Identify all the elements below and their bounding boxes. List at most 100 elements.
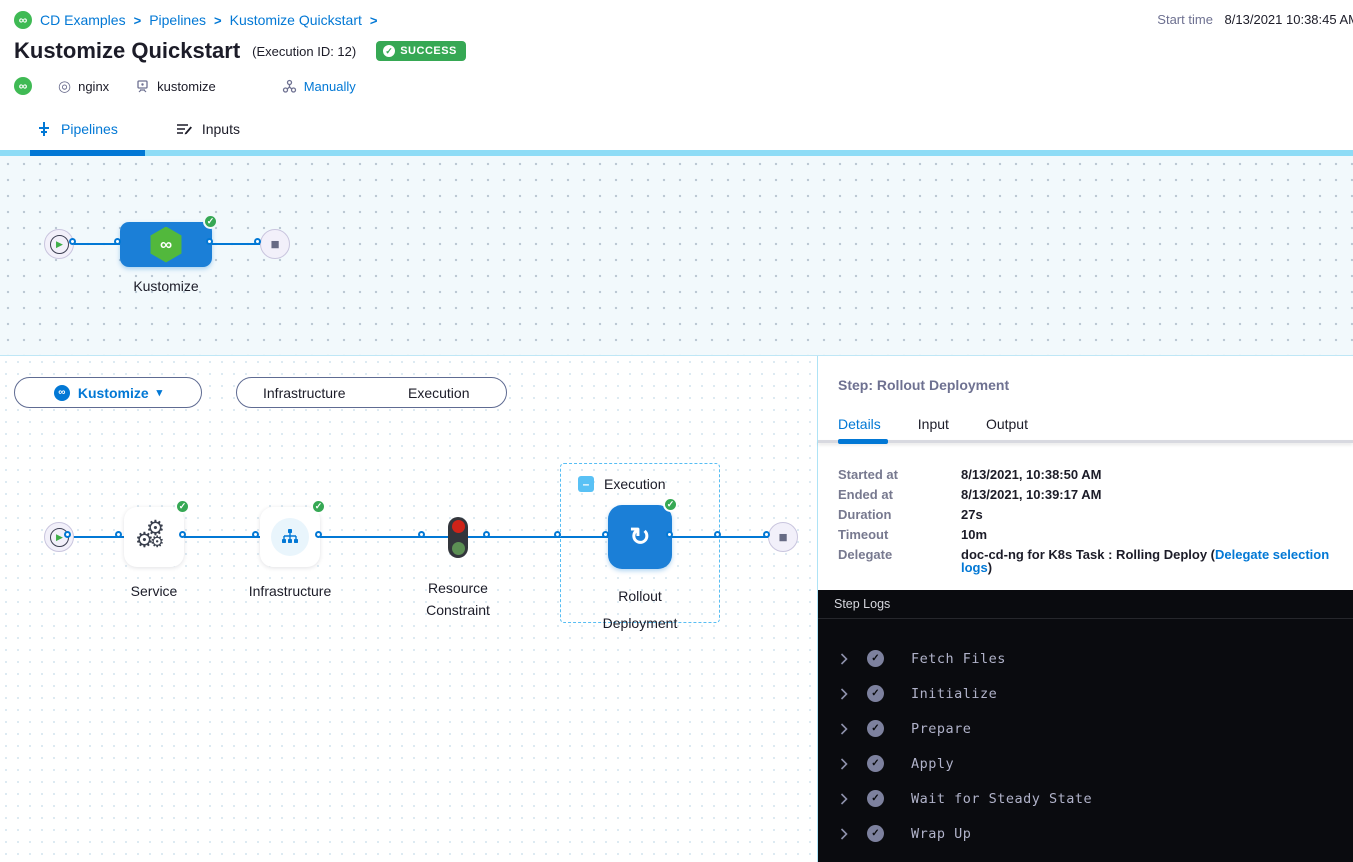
stage-selector-label: Kustomize [77, 384, 149, 401]
step-node-service[interactable]: ⚙⚙⚙ ✓ [124, 499, 190, 567]
delegate-selection-logs-link[interactable]: Delegate selection logs [961, 547, 1330, 575]
success-check-icon: ✓ [663, 497, 678, 512]
detail-value: 10m [961, 527, 988, 542]
check-circle-icon: ✓ [867, 755, 884, 772]
start-time-label: Start time [1157, 12, 1213, 27]
detail-row-started-at: Started at 8/13/2021, 10:38:50 AM [838, 468, 1339, 481]
step-node-label: Resource Constraint [426, 580, 490, 618]
log-section-label: Initialize [911, 685, 998, 702]
toggle-execution[interactable]: Execution [408, 384, 470, 401]
step-node-rollout-deployment[interactable]: ↻ ✓ [608, 497, 678, 569]
toggle-infrastructure[interactable]: Infrastructure [263, 384, 346, 401]
gears-icon: ⚙⚙⚙ [135, 517, 165, 552]
stage-node-label: Kustomize [133, 278, 199, 294]
cd-module-icon: ∞ [14, 11, 32, 29]
stage-node-kustomize[interactable]: ∞ ✓ [120, 214, 218, 267]
breadcrumb-pipelines[interactable]: Pipelines [149, 12, 207, 28]
inputs-icon [176, 124, 192, 135]
edge-connector [254, 238, 261, 245]
page-title: Kustomize Quickstart [14, 38, 241, 63]
stage-selector-dropdown[interactable]: ∞ Kustomize ▾ [14, 377, 202, 408]
pipeline-icon [39, 122, 49, 136]
cd-module-icon: ∞ [53, 384, 70, 401]
detail-label: Timeout [838, 527, 889, 542]
traffic-red-light [451, 520, 465, 533]
breadcrumb-cd-examples[interactable]: CD Examples [40, 12, 126, 28]
trigger-manually-link[interactable]: Manually [303, 78, 356, 94]
detail-row-delegate: Delegate doc-cd-ng for K8s Task : Rollin… [838, 548, 1339, 574]
status-badge: ✓ SUCCESS [376, 41, 466, 61]
step-panel-title: Step: Rollout Deployment [838, 377, 1010, 393]
tab-output[interactable]: Output [985, 416, 1028, 432]
tab-pipelines-label: Pipelines [61, 121, 118, 137]
log-section-label: Wait for Steady State [911, 790, 1093, 807]
service-tag: ◎ nginx [58, 79, 109, 94]
log-section-wrap-up[interactable]: ✓ Wrap Up [818, 816, 1353, 851]
active-tab-underline [30, 150, 145, 156]
start-node[interactable]: ▶ [44, 229, 74, 259]
detail-row-ended-at: Ended at 8/13/2021, 10:39:17 AM [838, 488, 1339, 501]
tabs-divider [818, 440, 1353, 443]
stage-execution-canvas[interactable]: ∞ Kustomize ▾ Infrastructure Execution ▶… [0, 356, 817, 862]
service-name: nginx [78, 78, 110, 94]
edge-connector [418, 531, 425, 538]
page-header: ∞ CD Examples > Pipelines > Kustomize Qu… [0, 0, 1353, 108]
edge-connector [115, 531, 122, 538]
detail-row-timeout: Timeout 10m [838, 528, 1339, 541]
step-node-label: Service [130, 583, 178, 599]
step-node-infrastructure[interactable]: ✓ [260, 499, 326, 567]
chevron-right-icon [840, 687, 860, 700]
edge-connector [179, 531, 186, 538]
cd-hexagon-icon: ∞ [150, 226, 182, 263]
chevron-right-icon [840, 652, 860, 665]
infrastructure-icon [271, 518, 309, 556]
tab-input[interactable]: Input [917, 416, 949, 432]
chevron-right-icon: > [369, 12, 378, 28]
step-logs-panel: Step Logs ✓ Fetch Files ✓ Initialize ✓ P… [818, 590, 1353, 862]
stop-icon: ■ [270, 235, 280, 253]
step-node-resource-constraint[interactable] [448, 517, 468, 558]
step-details-panel: Step: Rollout Deployment Details Input O… [817, 356, 1353, 862]
check-circle-icon: ✓ [867, 790, 884, 807]
environment-name: kustomize [157, 78, 216, 94]
breadcrumb-kustomize-quickstart[interactable]: Kustomize Quickstart [229, 12, 362, 28]
step-node-label: Rollout Deployment [602, 588, 678, 631]
step-details-table: Started at 8/13/2021, 10:38:50 AM Ended … [838, 468, 1339, 581]
log-section-apply[interactable]: ✓ Apply [818, 746, 1353, 781]
execution-id: (Execution ID: 12) [252, 43, 357, 59]
log-section-fetch-files[interactable]: ✓ Fetch Files [818, 641, 1353, 676]
collapse-icon[interactable]: – [578, 476, 594, 492]
chevron-right-icon: > [133, 12, 142, 28]
log-section-initialize[interactable]: ✓ Initialize [818, 676, 1353, 711]
edge-connector [69, 238, 76, 245]
edge-connector [666, 531, 673, 538]
log-section-prepare[interactable]: ✓ Prepare [818, 711, 1353, 746]
trigger-icon [282, 79, 297, 94]
tab-inputs[interactable]: Inputs [176, 121, 240, 137]
start-time: Start time 8/13/2021 10:38:45 AM [1157, 12, 1353, 27]
environment-icon [135, 79, 150, 94]
detail-row-duration: Duration 27s [838, 508, 1339, 521]
success-check-icon: ✓ [175, 499, 190, 514]
chevron-right-icon [840, 827, 860, 840]
check-circle-icon: ✓ [867, 720, 884, 737]
status-label: SUCCESS [400, 45, 457, 57]
tab-details[interactable]: Details [838, 416, 881, 432]
check-circle-icon: ✓ [867, 650, 884, 667]
start-time-value: 8/13/2021 10:38:45 AM [1224, 12, 1353, 27]
detail-label: Delegate [838, 547, 893, 562]
breadcrumb: ∞ CD Examples > Pipelines > Kustomize Qu… [14, 11, 377, 29]
detail-label: Duration [838, 507, 892, 522]
edge-connector [252, 531, 259, 538]
tab-pipelines[interactable]: Pipelines [36, 121, 118, 137]
detail-value: 8/13/2021, 10:38:50 AM [961, 467, 1102, 482]
end-node[interactable]: ■ [260, 229, 290, 259]
pipeline-graph-canvas[interactable]: ▶ ∞ ✓ Kustomize ■ [0, 156, 1353, 356]
end-node[interactable]: ■ [768, 522, 798, 552]
trigger-tag: Manually [282, 79, 356, 94]
tab-inputs-label: Inputs [201, 121, 240, 137]
chevron-right-icon: > [214, 12, 222, 28]
edge-connector [554, 531, 561, 538]
execution-group: – Execution [560, 463, 720, 623]
log-section-wait-for-steady-state[interactable]: ✓ Wait for Steady State [818, 781, 1353, 816]
